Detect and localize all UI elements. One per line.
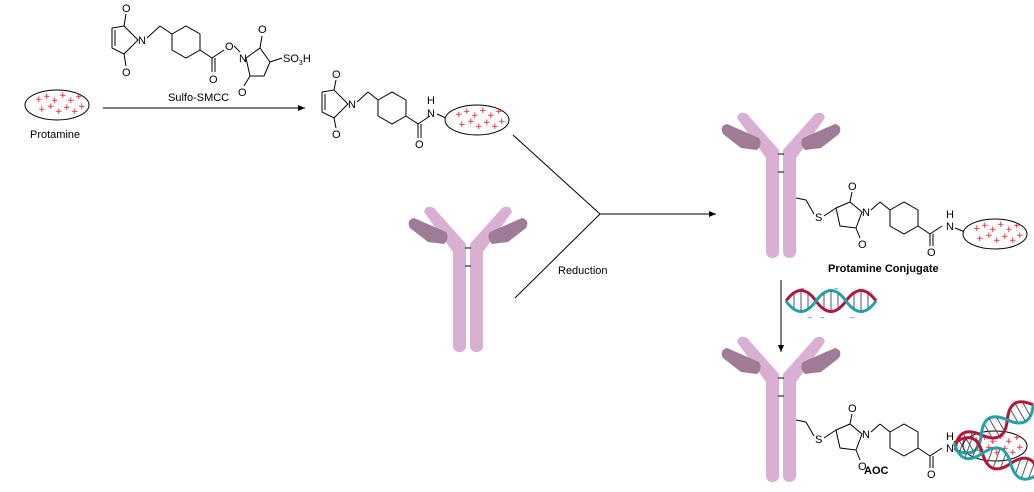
- antibody-icon: [408, 206, 528, 353]
- atom-n: N: [862, 429, 870, 441]
- atom-h: H: [427, 95, 435, 107]
- atom-o: O: [225, 41, 234, 53]
- maleimide-protamine-structure: O O N O H N: [321, 69, 447, 151]
- aoc-label: AOC: [864, 465, 889, 477]
- atom-o: O: [848, 403, 857, 415]
- svg-text:–: –: [800, 284, 805, 294]
- antibody-icon: [721, 336, 841, 483]
- protamine-ellipse-icon: [24, 89, 90, 121]
- atom-n: N: [427, 108, 435, 120]
- atom-h: H: [946, 431, 954, 443]
- arrow-branch-upper: [512, 134, 601, 215]
- atom-o: O: [848, 181, 857, 193]
- atom-n: N: [862, 207, 870, 219]
- atom-o: O: [209, 74, 218, 86]
- atom-o: O: [858, 239, 867, 251]
- atom-h: H: [946, 209, 954, 221]
- atom-o: O: [927, 469, 936, 481]
- atom-o: O: [858, 461, 867, 473]
- protamine-conjugate-linker: S O O N O H N: [795, 181, 966, 259]
- atom-o: O: [332, 69, 341, 81]
- protamine-ellipse-icon: [444, 104, 510, 136]
- svg-text:–: –: [834, 284, 839, 294]
- svg-text:–: –: [808, 313, 813, 323]
- atom-o: O: [258, 24, 267, 36]
- atom-s: S: [815, 434, 822, 446]
- protamine-label: Protamine: [30, 129, 80, 141]
- reduction-label: Reduction: [558, 265, 608, 277]
- aoc-linker: S O O N O H N: [795, 403, 966, 481]
- sulfo-smcc-structure: O O N O O N O O SO3H: [111, 3, 311, 99]
- svg-text:–: –: [850, 313, 855, 323]
- protamine-conjugate-label: Protamine Conjugate: [828, 263, 939, 275]
- atom-o: O: [122, 3, 131, 15]
- atom-o: O: [332, 129, 341, 141]
- atom-n: N: [946, 221, 954, 233]
- antibody-icon: [721, 112, 841, 259]
- arrow-branch-lower: [514, 213, 601, 299]
- atom-n: N: [348, 99, 356, 111]
- atom-o: O: [415, 139, 424, 151]
- sulfonate-group: SO3H: [283, 53, 311, 67]
- atom-o: O: [238, 87, 247, 99]
- atom-n: N: [239, 53, 247, 65]
- atom-o: O: [122, 67, 131, 79]
- svg-text:–: –: [820, 313, 825, 323]
- atom-o: O: [927, 247, 936, 259]
- sulfo-smcc-label: Sulfo-SMCC: [168, 92, 229, 104]
- atom-s: S: [815, 212, 822, 224]
- atom-n: N: [946, 443, 954, 455]
- atom-n: N: [138, 35, 146, 47]
- protamine-ellipse-icon: [962, 218, 1028, 250]
